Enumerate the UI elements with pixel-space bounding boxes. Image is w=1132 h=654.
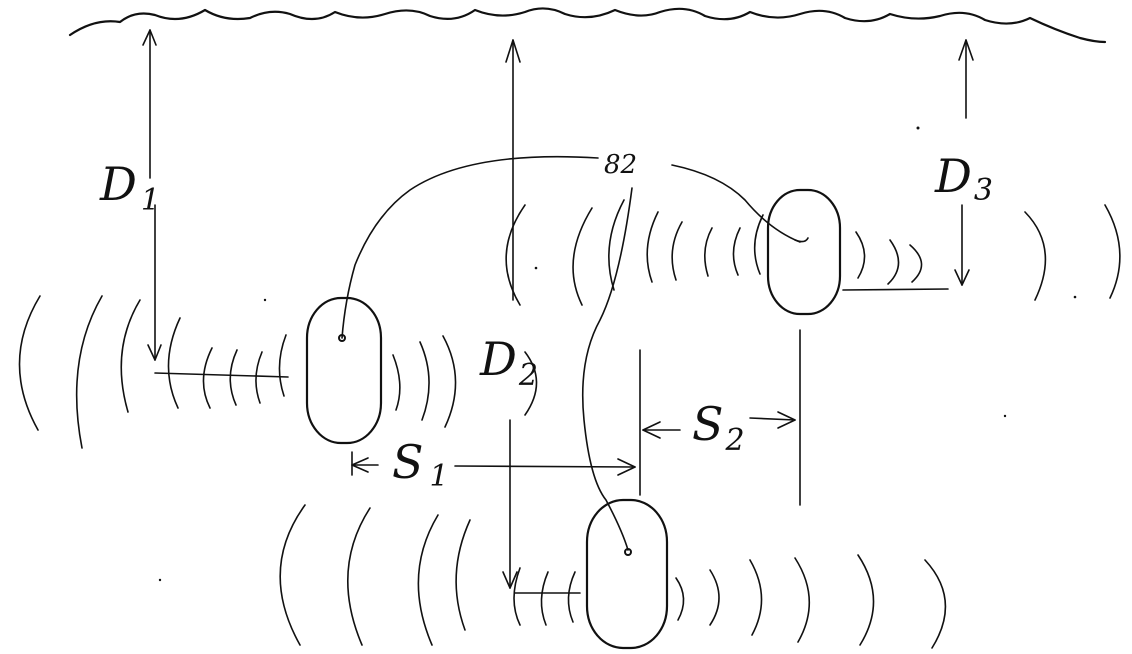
fish-body-2	[585, 498, 669, 650]
depth-arrow-1	[142, 29, 162, 361]
water-surface	[68, 7, 1107, 44]
sound-waves-fish-3	[505, 199, 1121, 306]
leader-line-to-fish-3	[671, 164, 801, 243]
leader-line-to-fish-1	[341, 155, 599, 339]
baseline-fish-1	[154, 372, 289, 378]
depth-arrow-3	[954, 39, 974, 286]
fish-1-reference-point	[338, 334, 346, 342]
label-d2: D2	[479, 332, 538, 393]
fish-2-reference-point	[624, 548, 632, 556]
label-d3: D3	[934, 149, 993, 208]
leader-line-to-fish-2	[581, 187, 633, 551]
pencil-specks	[158, 126, 1077, 582]
sound-waves-fish-1	[18, 295, 538, 449]
fish-body-3	[766, 188, 842, 316]
baseline-fish-3	[842, 288, 949, 291]
reference-numeral-82: 82	[604, 150, 637, 180]
fish-body-1	[305, 296, 383, 445]
spacing-arrow-1	[351, 457, 636, 476]
label-s2: S2	[692, 397, 745, 458]
depth-arrow-2	[502, 39, 521, 589]
sound-waves-fish-2	[279, 504, 947, 649]
spacing-arrow-2	[642, 411, 796, 439]
fish-3-notch	[794, 237, 809, 243]
